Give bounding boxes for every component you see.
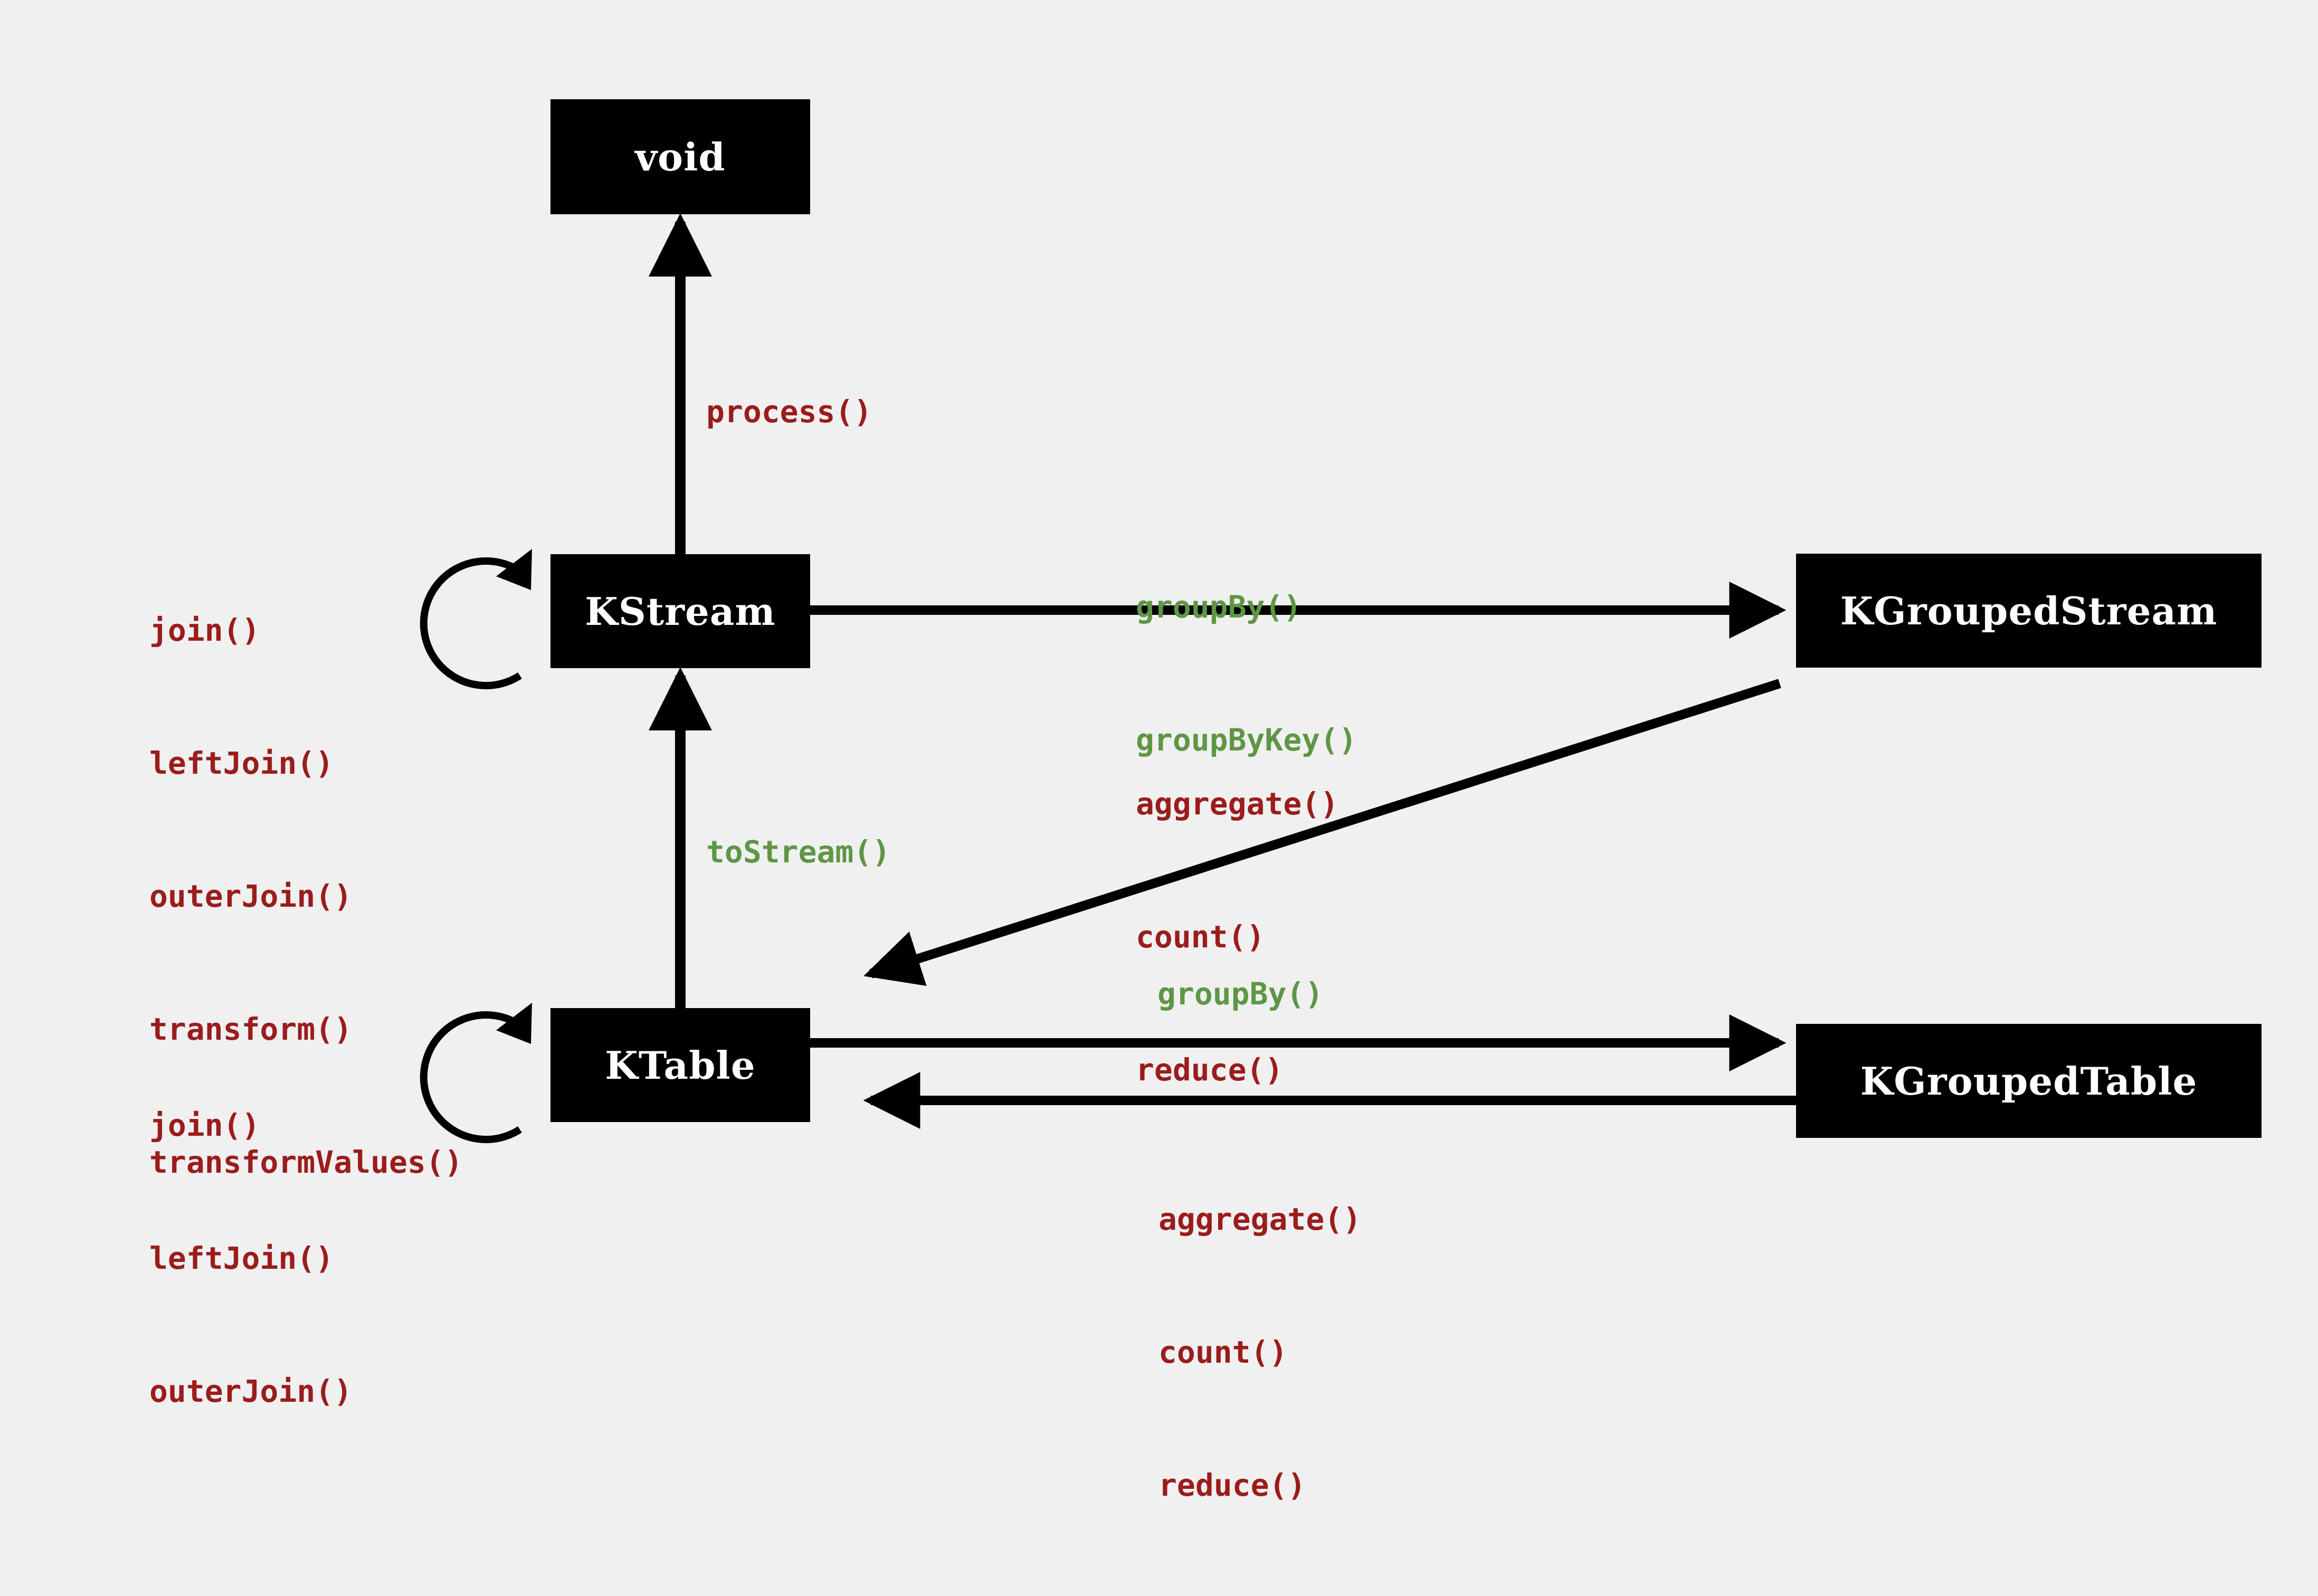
label-tostream: toStream() <box>706 834 891 870</box>
node-ktable: KTable <box>550 1008 810 1122</box>
label-ktable-leftjoin: leftJoin() <box>149 1240 334 1276</box>
node-void: void <box>550 99 810 214</box>
label-table-reduce: reduce() <box>1158 1467 1306 1503</box>
kafka-streams-diagram: void KStream KTable KGroupedStream KGrou… <box>149 99 2262 1503</box>
edge-kgroupedstream-to-ktable <box>863 679 1781 986</box>
label-table-aggregate: aggregate() <box>1158 1201 1362 1237</box>
label-table-groupby: groupBy() <box>1157 976 1324 1012</box>
label-kstream-transform: transform() <box>149 1011 353 1047</box>
loop-arrowhead-kstream <box>496 549 532 590</box>
label-ktable-join: join() <box>149 1107 260 1143</box>
loop-arrow-ktable <box>420 1011 522 1143</box>
diagram-edges <box>420 213 1797 1143</box>
label-kstream-join: join() <box>149 612 260 648</box>
label-stream-aggregation-methods: aggregate() count() reduce() <box>1136 693 1338 1181</box>
label-kstream-loop-methods: join() leftJoin() outerJoin() transform(… <box>149 519 463 1273</box>
node-kgroupedtable: KGroupedTable <box>1796 1024 2262 1138</box>
label-kstream-outerjoin: outerJoin() <box>149 878 353 914</box>
node-kstream: KStream <box>550 554 810 668</box>
loop-arrowhead-ktable <box>496 1003 532 1044</box>
label-stream-reduce: reduce() <box>1136 1052 1284 1088</box>
label-kstream-transformvalues: transformValues() <box>149 1144 463 1180</box>
label-groupbykey: groupByKey() <box>1136 722 1357 758</box>
label-stream-grouping-methods: groupBy() groupByKey() <box>1136 496 1357 851</box>
label-process: process() <box>706 394 872 430</box>
label-kstream-leftjoin: leftJoin() <box>149 745 334 781</box>
label-ktable-outerjoin: outerJoin() <box>149 1373 353 1409</box>
node-kgroupedstream: KGroupedStream <box>1796 554 2262 668</box>
label-stream-aggregate: aggregate() <box>1136 786 1339 822</box>
loop-arrow-kstream <box>420 557 522 689</box>
label-stream-count: count() <box>1136 919 1265 955</box>
label-table-aggregation-methods: aggregate() count() reduce() <box>1158 1108 1361 1596</box>
label-groupby: groupBy() <box>1136 589 1302 625</box>
label-ktable-loop-methods: join() leftJoin() outerJoin() <box>149 1014 352 1502</box>
label-table-count: count() <box>1158 1334 1288 1370</box>
